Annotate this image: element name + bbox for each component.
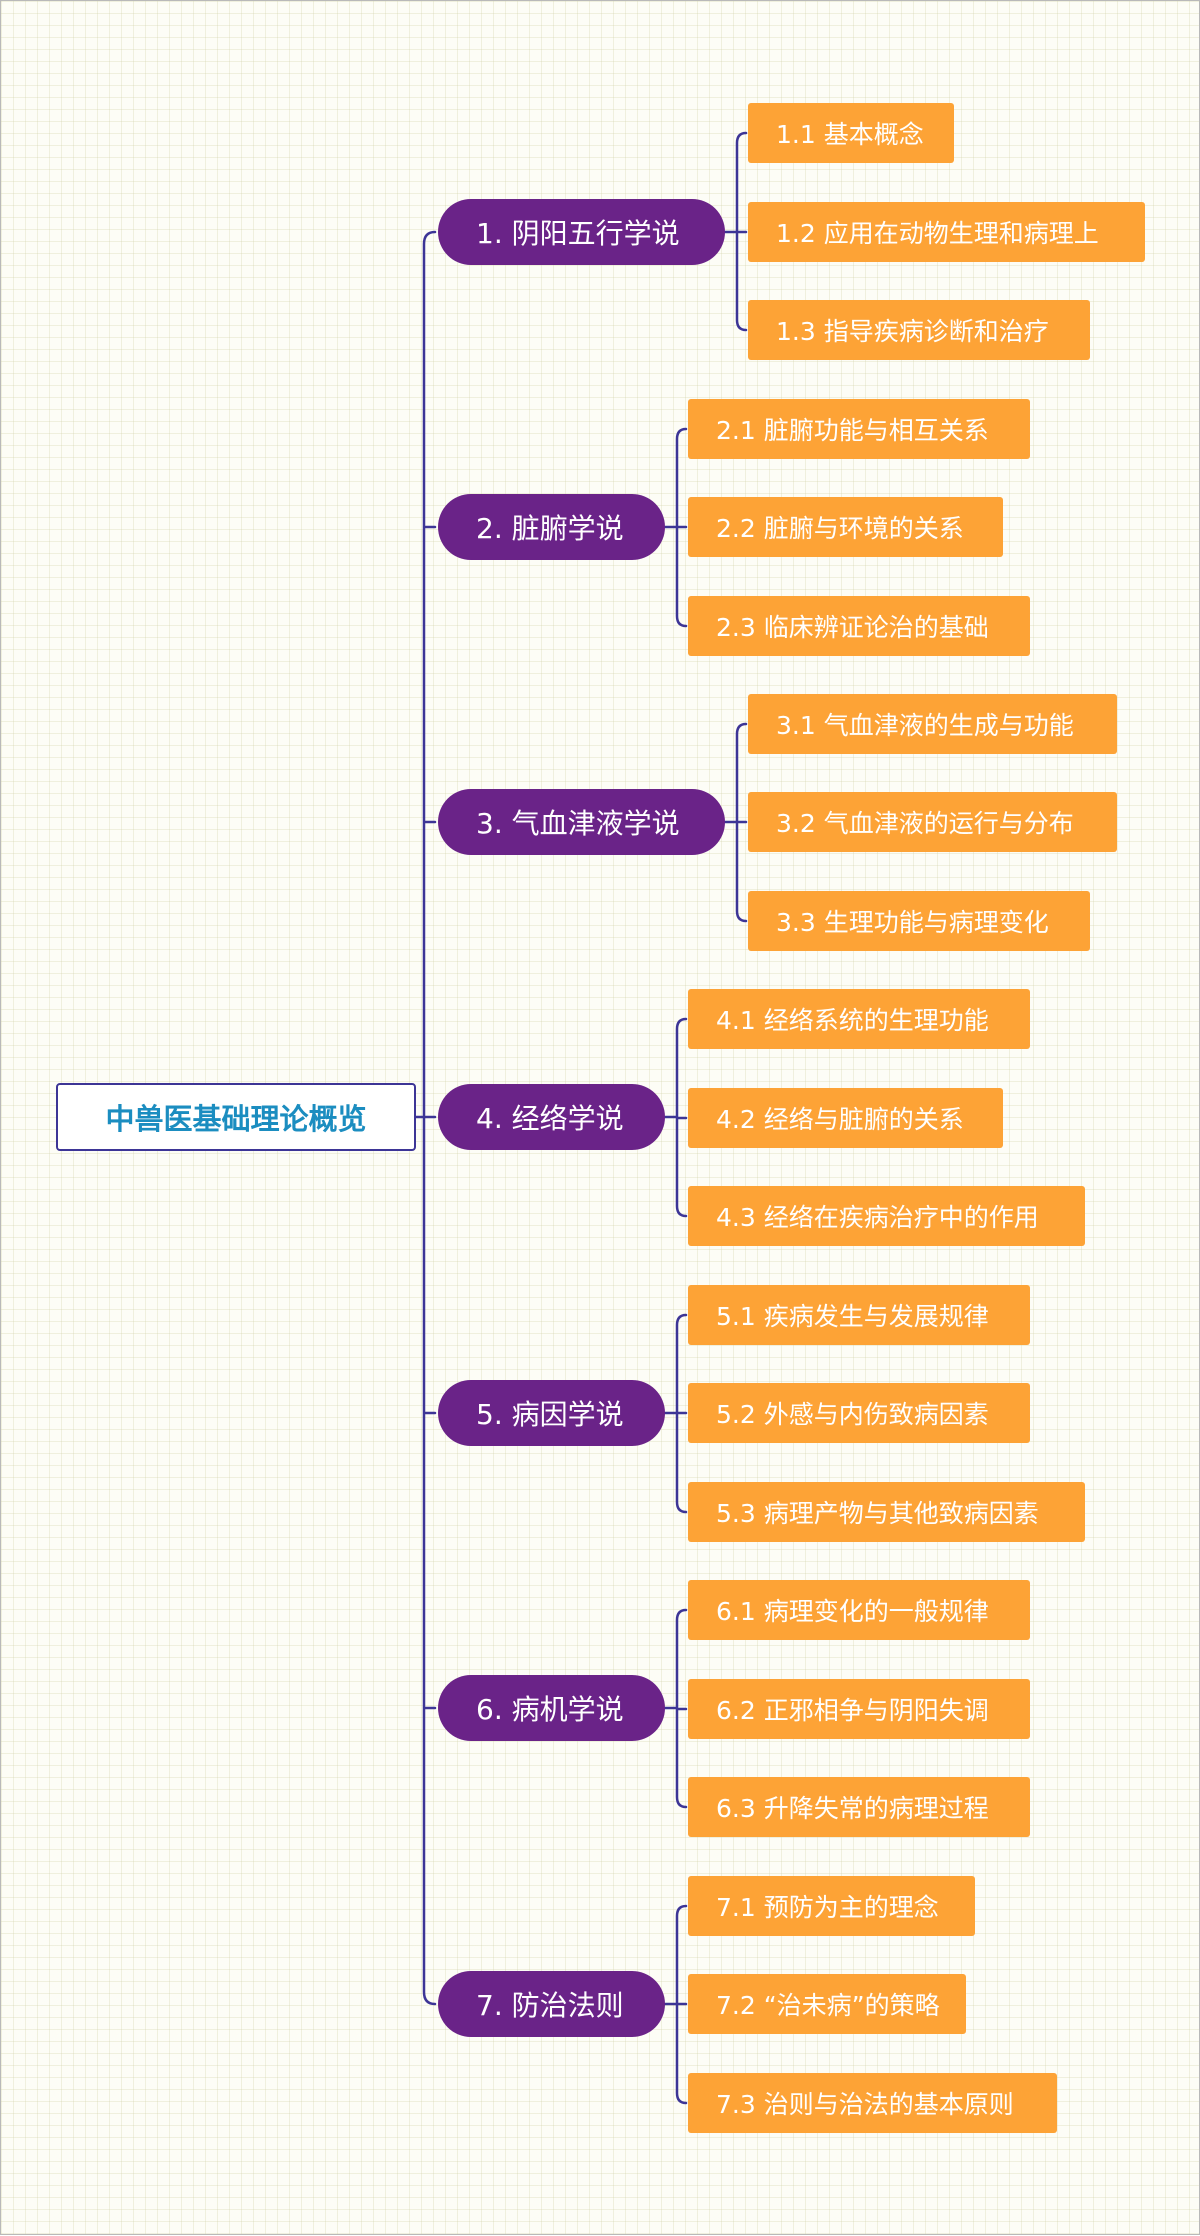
leaf-5-1[interactable]: 5.1 疾病发生与发展规律 bbox=[688, 1285, 1030, 1345]
leaf-6-1[interactable]: 6.1 病理变化的一般规律 bbox=[688, 1580, 1030, 1640]
branch-3-topic[interactable]: 3. 气血津液学说 bbox=[438, 789, 725, 855]
leaf-1-1[interactable]: 1.1 基本概念 bbox=[748, 103, 954, 163]
leaf-7-3[interactable]: 7.3 治则与治法的基本原则 bbox=[688, 2073, 1057, 2133]
branch-7-topic[interactable]: 7. 防治法则 bbox=[438, 1971, 665, 2037]
branch-4-connector bbox=[663, 1017, 688, 1218]
branch-1-topic[interactable]: 1. 阴阳五行学说 bbox=[438, 199, 725, 265]
leaf-7-1[interactable]: 7.1 预防为主的理念 bbox=[688, 1876, 975, 1936]
leaf-3-1[interactable]: 3.1 气血津液的生成与功能 bbox=[748, 694, 1117, 754]
leaf-5-3[interactable]: 5.3 病理产物与其他致病因素 bbox=[688, 1482, 1085, 1542]
leaf-4-3[interactable]: 4.3 经络在疾病治疗中的作用 bbox=[688, 1186, 1085, 1246]
branch-5-topic[interactable]: 5. 病因学说 bbox=[438, 1380, 665, 1446]
leaf-4-2[interactable]: 4.2 经络与脏腑的关系 bbox=[688, 1088, 1003, 1148]
leaf-6-3[interactable]: 6.3 升降失常的病理过程 bbox=[688, 1777, 1030, 1837]
leaf-1-2[interactable]: 1.2 应用在动物生理和病理上 bbox=[748, 202, 1145, 262]
branch-3-connector bbox=[723, 722, 748, 923]
branch-1-connector bbox=[723, 131, 748, 332]
leaf-2-3[interactable]: 2.3 临床辨证论治的基础 bbox=[688, 596, 1030, 656]
root-topic[interactable]: 中兽医基础理论概览 bbox=[56, 1083, 416, 1151]
leaf-3-2[interactable]: 3.2 气血津液的运行与分布 bbox=[748, 792, 1117, 852]
leaf-7-2[interactable]: 7.2 “治未病”的策略 bbox=[688, 1974, 966, 2034]
leaf-6-2[interactable]: 6.2 正邪相争与阴阳失调 bbox=[688, 1679, 1030, 1739]
branch-2-connector bbox=[663, 427, 688, 628]
branch-6-topic[interactable]: 6. 病机学说 bbox=[438, 1675, 665, 1741]
leaf-2-1[interactable]: 2.1 脏腑功能与相互关系 bbox=[688, 399, 1030, 459]
leaf-3-3[interactable]: 3.3 生理功能与病理变化 bbox=[748, 891, 1090, 951]
leaf-2-2[interactable]: 2.2 脏腑与环境的关系 bbox=[688, 497, 1003, 557]
branch-7-connector bbox=[663, 1904, 688, 2105]
branch-2-topic[interactable]: 2. 脏腑学说 bbox=[438, 494, 665, 560]
leaf-1-3[interactable]: 1.3 指导疾病诊断和治疗 bbox=[748, 300, 1090, 360]
leaf-5-2[interactable]: 5.2 外感与内伤致病因素 bbox=[688, 1383, 1030, 1443]
branch-6-connector bbox=[663, 1608, 688, 1809]
leaf-4-1[interactable]: 4.1 经络系统的生理功能 bbox=[688, 989, 1030, 1049]
root-connector bbox=[414, 230, 437, 2006]
branch-4-topic[interactable]: 4. 经络学说 bbox=[438, 1084, 665, 1150]
branch-5-connector bbox=[663, 1313, 688, 1514]
